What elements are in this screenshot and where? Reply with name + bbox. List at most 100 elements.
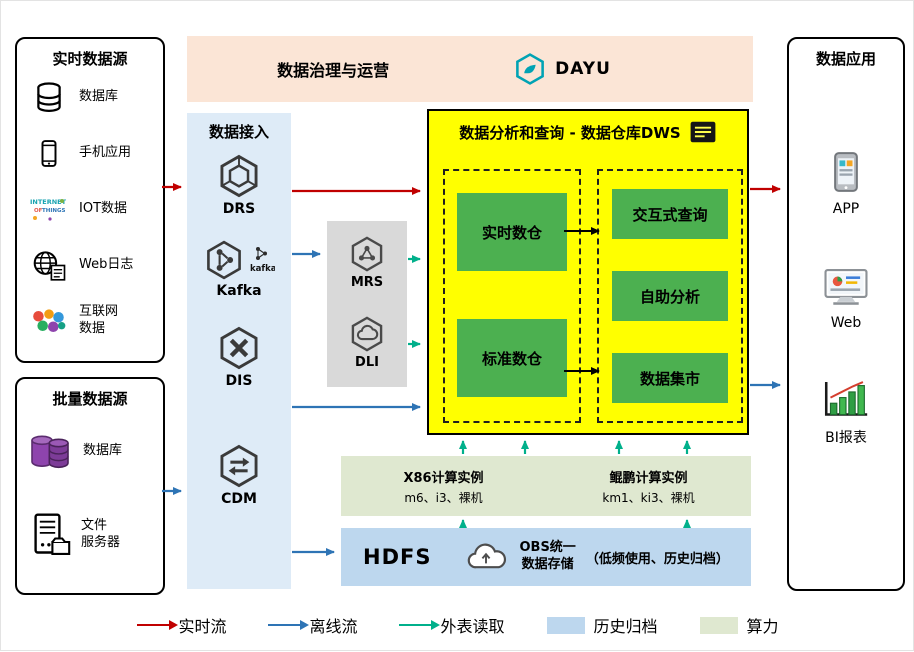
middleware-box: MRS DLI	[327, 221, 407, 387]
dayu-logo: DAYU	[513, 52, 611, 86]
legend-label: 算力	[746, 617, 779, 636]
governance-title: 数据治理与运营	[277, 61, 390, 80]
middleware-item-mrs: MRS	[327, 235, 407, 290]
compute-kunpeng-title: 鲲鹏计算实例	[609, 470, 688, 486]
internet-data-icon	[27, 307, 71, 336]
governance-bar: 数据治理与运营 DAYU	[187, 36, 753, 102]
compute-x86: X86计算实例 m6、i3、裸机	[341, 456, 546, 516]
warehouse-group: 实时数仓 标准数仓	[443, 169, 581, 423]
storage-bar: HDFS OBS统一 数据存储 （低频使用、历史归档）	[341, 528, 751, 586]
obs-cloud-icon	[468, 543, 507, 569]
hdfs-label: HDFS	[363, 545, 432, 569]
legend-label: 离线流	[309, 617, 358, 636]
application-item-app: APP	[789, 151, 903, 217]
ingestion-item-label: CDM	[221, 491, 257, 507]
applications-panel: 数据应用 APP Web	[787, 37, 905, 591]
batch-sources-panel: 批量数据源 数据库 文件 服务器	[15, 377, 165, 595]
middleware-item-label: DLI	[355, 355, 379, 370]
obs-line2: 数据存储	[521, 557, 574, 572]
module-interactive-query: 交互式查询	[612, 189, 728, 239]
svg-text:kafka: kafka	[250, 264, 275, 274]
phone-icon	[27, 138, 71, 169]
iot-icon: INTERNET OF THINGS	[27, 194, 71, 224]
source-item-label: 互联网 数据	[79, 304, 119, 336]
bi-chart-icon	[824, 381, 868, 416]
compute-swatch	[699, 616, 738, 634]
archive-swatch	[546, 616, 585, 634]
compute-x86-title: X86计算实例	[403, 470, 484, 486]
application-item-label: Web	[830, 315, 862, 331]
source-item-file-server: 文件 服务器	[17, 493, 163, 577]
ingestion-item-label: Kafka	[216, 283, 262, 299]
source-item-label: Web日志	[79, 256, 134, 272]
report-document-icon	[690, 121, 716, 143]
ingestion-item-dis: DIS	[187, 325, 291, 389]
external-read-arrow-sample	[399, 620, 441, 629]
kafka-logo-icon: kafka	[250, 247, 275, 274]
source-item-database: 数据库	[17, 69, 163, 125]
dli-hexagon-icon	[351, 316, 383, 352]
legend: 实时流 离线流 外表读取 历史归档 算力	[1, 613, 914, 637]
drs-hexagon-icon	[220, 154, 258, 198]
compute-bar: X86计算实例 m6、i3、裸机 鲲鹏计算实例 km1、ki3、裸机	[341, 456, 751, 516]
module-standard-warehouse: 标准数仓	[457, 319, 567, 397]
source-item-label: 数据库	[83, 442, 123, 458]
realtime-sources-panel: 实时数据源 数据库 手机应用 INTERNET OF THINGS IOT数据 …	[15, 37, 165, 363]
app-phone-icon	[834, 152, 858, 192]
ingestion-title: 数据接入	[208, 123, 269, 141]
dws-title-row: 数据分析和查询 - 数据仓库DWS	[429, 120, 747, 144]
dws-title: 数据分析和查询 - 数据仓库DWS	[459, 123, 681, 142]
dws-box: 数据分析和查询 - 数据仓库DWS 实时数仓 标准数仓 交互式查询 自助分析 数…	[427, 109, 749, 435]
source-item-internet-data: 互联网 数据	[17, 293, 163, 349]
svg-text:THINGS: THINGS	[42, 208, 66, 214]
source-item-batch-database: 数据库	[17, 409, 163, 493]
application-item-bi-report: BI报表	[789, 379, 903, 447]
realtime-sources-title: 实时数据源	[52, 50, 128, 68]
legend-label: 历史归档	[593, 617, 658, 636]
legend-item-offline-flow: 离线流	[268, 613, 357, 637]
dis-hexagon-icon	[220, 326, 258, 370]
svg-text:OF: OF	[34, 208, 43, 214]
cdm-hexagon-icon	[220, 444, 258, 488]
legend-item-compute: 算力	[699, 613, 779, 637]
legend-item-archive: 历史归档	[546, 613, 658, 637]
web-log-icon	[27, 250, 71, 281]
ingestion-item-cdm: CDM	[187, 443, 291, 507]
realtime-arrow-sample	[137, 620, 179, 629]
module-data-mart: 数据集市	[612, 353, 728, 403]
obs-storage-label: OBS统一 数据存储	[519, 540, 575, 574]
middleware-item-label: MRS	[350, 275, 384, 290]
purple-database-icon	[29, 431, 75, 471]
source-item-label: 文件 服务器	[81, 518, 121, 550]
module-realtime-warehouse: 实时数仓	[457, 193, 567, 271]
dayu-logo-text: DAYU	[555, 59, 611, 79]
web-monitor-icon	[824, 269, 868, 305]
file-server-icon	[29, 512, 73, 558]
source-item-mobile-app: 手机应用	[17, 125, 163, 181]
source-item-iot: INTERNET OF THINGS IOT数据	[17, 181, 163, 237]
obs-note: （低频使用、历史归档）	[585, 551, 729, 567]
batch-sources-title: 批量数据源	[52, 390, 128, 408]
middleware-item-dli: DLI	[327, 315, 407, 370]
ingestion-item-kafka: kafka Kafka	[187, 239, 291, 299]
legend-item-realtime-flow: 实时流	[137, 613, 226, 637]
obs-line1: OBS统一	[519, 540, 576, 556]
dayu-hexagon-icon	[516, 53, 545, 85]
module-self-service-analysis: 自助分析	[612, 271, 728, 321]
ingestion-item-drs: DRS	[187, 153, 291, 217]
ingestion-item-label: DIS	[225, 373, 253, 389]
source-item-label: 数据库	[79, 88, 119, 104]
svg-text:INTERNET: INTERNET	[30, 198, 67, 206]
source-item-label: IOT数据	[79, 200, 128, 216]
compute-kunpeng-specs: km1、ki3、裸机	[602, 490, 695, 505]
offline-arrow-sample	[268, 620, 310, 629]
application-item-label: BI报表	[825, 430, 867, 446]
legend-item-external-read: 外表读取	[399, 613, 505, 637]
legend-label: 实时流	[178, 617, 227, 636]
application-item-label: APP	[832, 201, 860, 217]
ingestion-item-label: DRS	[222, 201, 256, 217]
mrs-hexagon-icon	[351, 236, 383, 272]
database-icon	[27, 81, 71, 114]
compute-x86-specs: m6、i3、裸机	[404, 490, 483, 505]
kafka-hexagon-icon	[207, 240, 241, 280]
